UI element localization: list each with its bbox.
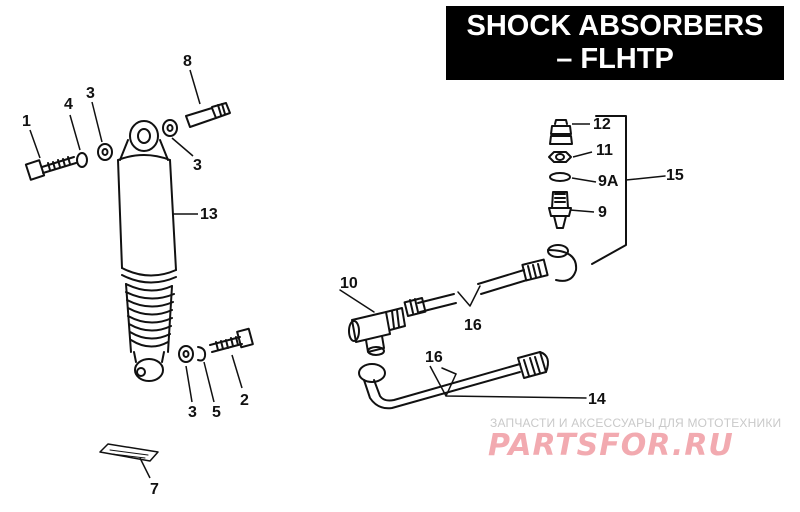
callout-5: 5 xyxy=(212,404,221,421)
bolt-part-2 xyxy=(209,327,254,353)
callout-11: 11 xyxy=(596,142,613,159)
callout-4: 4 xyxy=(64,96,73,113)
callout-10: 10 xyxy=(340,275,358,292)
callout-16-upper: 16 xyxy=(464,317,482,334)
lock-washer-part-5 xyxy=(197,346,207,362)
callout-16-lower: 16 xyxy=(425,349,443,366)
o-ring-part-9a xyxy=(549,172,571,182)
watermark-brand: PARTSFOR.RU xyxy=(488,428,734,463)
bracket-part-15 xyxy=(591,115,627,265)
callout-2: 2 xyxy=(240,392,249,409)
bolt-part-1 xyxy=(24,156,77,181)
diagram-title: SHOCK ABSORBERS – FLHTP xyxy=(446,6,784,80)
callout-13: 13 xyxy=(200,206,218,223)
callout-14: 14 xyxy=(588,391,606,408)
watermark-tagline: ЗАПЧАСТИ И АКСЕССУАРЫ ДЛЯ МОТОТЕХНИКИ xyxy=(490,416,782,430)
washer-part-4 xyxy=(76,152,88,168)
callout-8: 8 xyxy=(183,53,192,70)
hose-part-14 xyxy=(358,351,549,410)
title-line-1: SHOCK ABSORBERS xyxy=(466,10,764,42)
nut-part-11 xyxy=(548,151,572,163)
callout-7: 7 xyxy=(150,481,159,498)
valve-part-9 xyxy=(548,191,572,229)
stud-part-8 xyxy=(185,102,231,128)
shock-absorber-part-13 xyxy=(117,120,177,382)
elbow-fitting xyxy=(521,244,578,282)
callout-3-top-left: 3 xyxy=(86,85,95,102)
tee-fitting-part-10 xyxy=(339,289,406,356)
callout-15: 15 xyxy=(666,167,684,184)
washer-part-3-bottom xyxy=(178,345,194,363)
callout-3-bottom: 3 xyxy=(188,404,197,421)
washer-part-3-top-left xyxy=(97,143,113,161)
callout-1: 1 xyxy=(22,113,31,130)
callout-9: 9 xyxy=(598,204,607,221)
callout-12: 12 xyxy=(593,116,611,133)
title-line-2: – FLHTP xyxy=(556,43,674,75)
callout-9a: 9A xyxy=(598,173,619,190)
decal-part-7 xyxy=(99,443,159,462)
callout-3-top-right: 3 xyxy=(193,157,202,174)
valve-cap-part-12 xyxy=(549,119,573,145)
washer-part-3-top-right xyxy=(162,119,178,137)
hose-part-16-upper-right xyxy=(477,269,528,295)
